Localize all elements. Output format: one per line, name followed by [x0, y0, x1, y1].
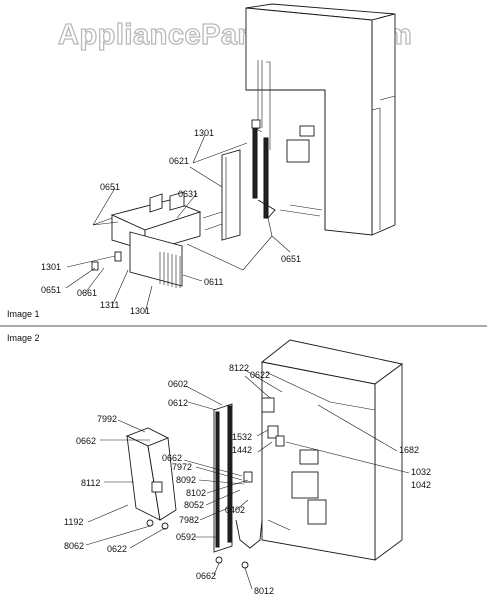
part-label: 8122 — [229, 363, 249, 373]
part-label: 7972 — [172, 462, 192, 472]
part-label: 0621 — [169, 156, 189, 166]
toe-grille-assembly — [91, 191, 202, 288]
part-label: 0592 — [176, 532, 196, 542]
part-label: 1532 — [232, 432, 252, 442]
hinge-bracket-0621 — [221, 119, 276, 241]
part-label: 1301 — [41, 262, 61, 272]
part-label: 0651 — [100, 182, 120, 192]
part-label: 0662 — [196, 571, 216, 581]
image1-leader-lines — [65, 134, 291, 314]
part-label: 1442 — [232, 445, 252, 455]
part-label: 0602 — [168, 379, 188, 389]
part-label: 0662 — [76, 436, 96, 446]
part-label: 0611 — [204, 277, 223, 287]
part-label: 8012 — [254, 586, 274, 596]
part-label: 1682 — [399, 445, 419, 455]
part-label: 0661 — [77, 288, 97, 298]
image1-panel: 1301 0621 0631 0651 0651 1301 0651 0661 … — [7, 3, 396, 319]
part-label: 0622 — [107, 544, 127, 554]
part-label: 0612 — [168, 398, 188, 408]
part-label: 0622 — [250, 370, 270, 380]
part-label: 0662 — [162, 453, 182, 463]
part-label: 1301 — [130, 306, 150, 316]
part-label: 0651 — [281, 254, 301, 264]
image2-leader-lines — [85, 369, 410, 590]
image1-title: Image 1 — [7, 309, 40, 319]
hinge-strip-assembly — [213, 397, 285, 569]
image2-title: Image 2 — [7, 333, 40, 343]
part-label: 8092 — [176, 475, 196, 485]
part-label: 8062 — [64, 541, 84, 551]
part-label: 0631 — [178, 189, 198, 199]
part-label: 1032 — [411, 467, 431, 477]
part-label: 0402 — [225, 505, 245, 515]
part-label: 1192 — [64, 517, 83, 527]
image2-panel: Image 2 — [7, 333, 431, 596]
part-label: 8112 — [81, 478, 100, 488]
part-label: 7992 — [97, 414, 117, 424]
part-label: 8102 — [186, 488, 206, 498]
refrigerator-cabinet-1 — [245, 3, 396, 236]
part-label: 1042 — [411, 480, 431, 490]
part-label: 8052 — [184, 500, 204, 510]
part-label: 0651 — [41, 285, 61, 295]
part-label: 7982 — [179, 515, 199, 525]
part-label: 1311 — [100, 300, 119, 310]
part-label: 1301 — [194, 128, 214, 138]
refrigerator-cabinet-2 — [260, 339, 404, 561]
dispenser-cover — [125, 427, 177, 530]
